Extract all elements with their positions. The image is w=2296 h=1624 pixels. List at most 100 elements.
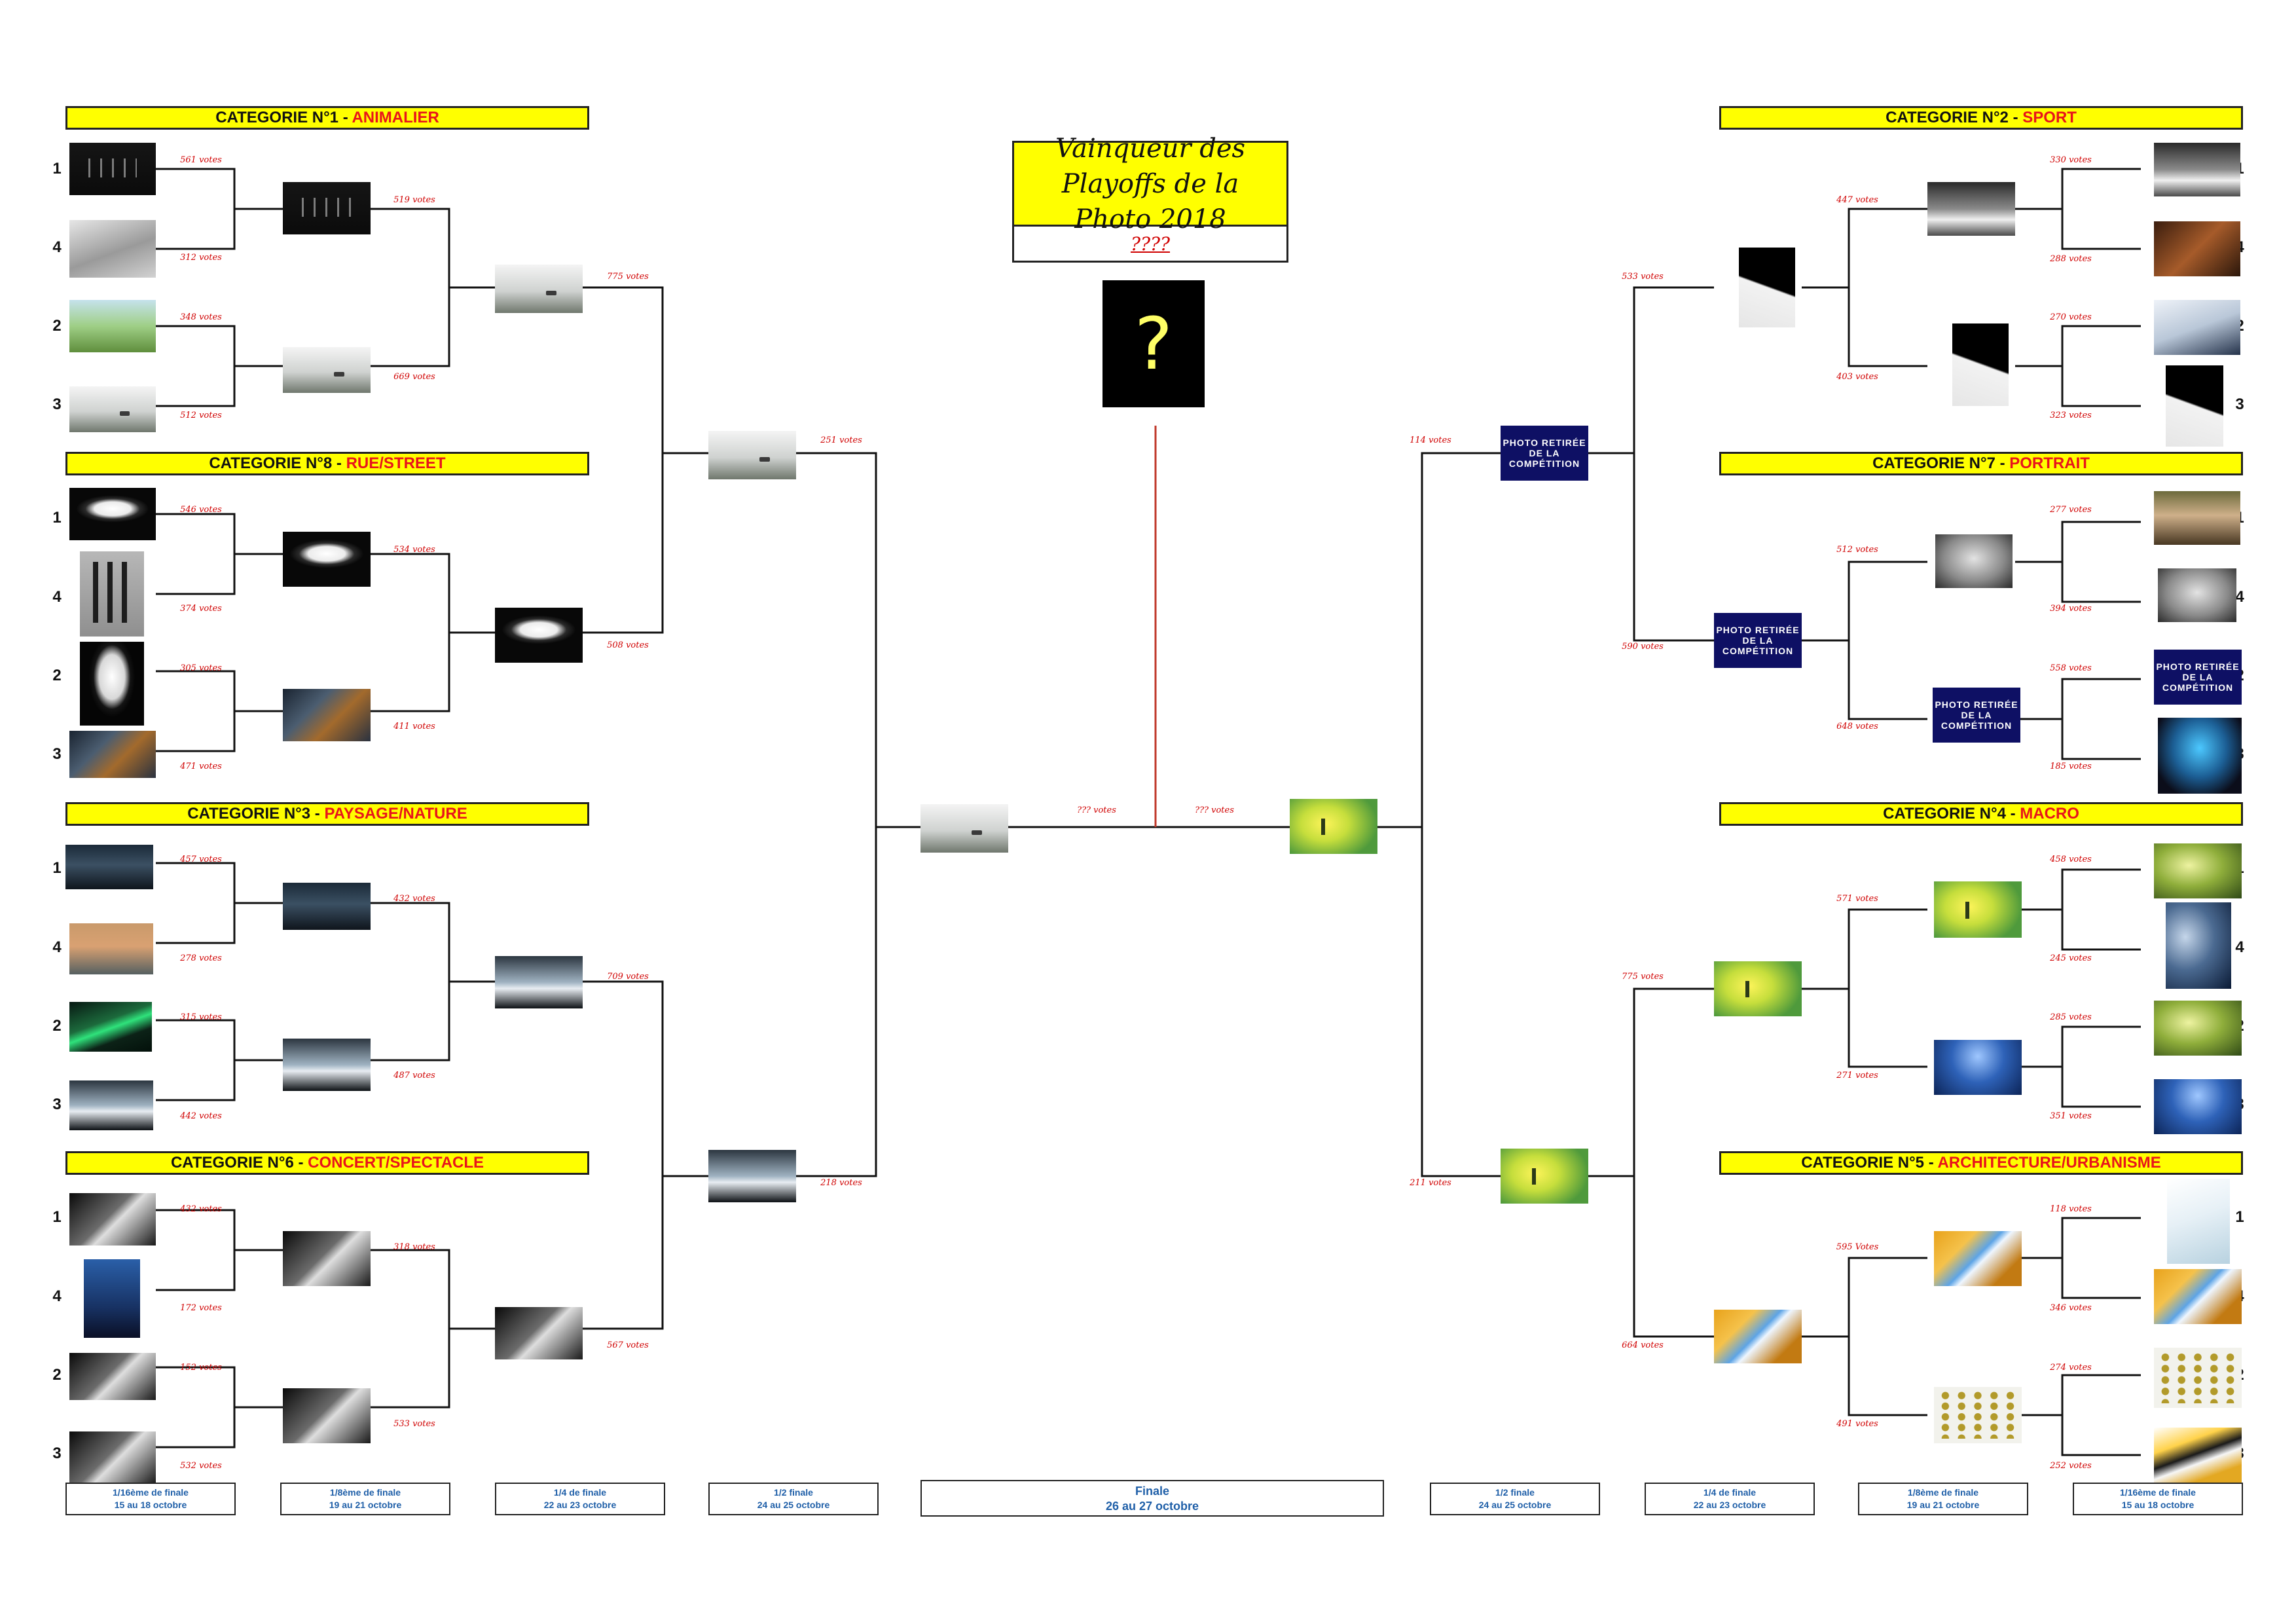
vote-count: 277 votes: [2050, 505, 2092, 515]
vote-count: 558 votes: [2050, 663, 2092, 673]
entry-photo[interactable]: [283, 347, 371, 393]
vote-count: 487 votes: [393, 1071, 435, 1080]
winner-photo[interactable]: ?: [1102, 280, 1205, 407]
category-name: PAYSAGE/NATURE: [324, 805, 467, 822]
vote-count: 534 votes: [393, 545, 435, 555]
entry-photo[interactable]: [2158, 718, 2242, 794]
category-header-1: CATEGORIE N°1 - ANIMALIER: [65, 106, 589, 130]
seed-number: 4: [52, 938, 62, 956]
entry-photo[interactable]: [495, 956, 583, 1008]
entry-photo[interactable]: [708, 431, 796, 479]
entry-photo[interactable]: [2167, 1179, 2230, 1264]
entry-photo[interactable]: [2154, 491, 2240, 545]
entry-photo[interactable]: [69, 1353, 156, 1400]
entry-photo[interactable]: [1934, 881, 2022, 938]
vote-count: 346 votes: [2050, 1303, 2092, 1313]
entry-photo[interactable]: [283, 1388, 371, 1443]
finalist-photo-left[interactable]: [920, 804, 1008, 853]
category-prefix: CATEGORIE N°8 -: [209, 454, 346, 472]
entry-photo[interactable]: [69, 1002, 152, 1052]
entry-photo[interactable]: [80, 642, 144, 726]
entry-photo[interactable]: [283, 883, 371, 930]
entry-photo[interactable]: [2154, 843, 2242, 898]
vote-count: 374 votes: [180, 604, 222, 614]
entry-photo[interactable]: [2166, 365, 2223, 447]
seed-number: 1: [52, 160, 62, 177]
entry-photo[interactable]: [84, 1259, 140, 1338]
withdrawn-entry[interactable]: PHOTO RETIRÉE DE LA COMPÉTITION: [2154, 650, 2242, 705]
entry-photo[interactable]: [495, 608, 583, 663]
entry-photo[interactable]: [69, 300, 156, 352]
entry-photo[interactable]: [2158, 568, 2236, 622]
finalist-photo-right[interactable]: [1290, 799, 1377, 854]
entry-photo[interactable]: [283, 532, 371, 587]
vote-count: 218 votes: [820, 1178, 862, 1188]
entry-photo[interactable]: [69, 386, 156, 432]
category-prefix: CATEGORIE N°7 -: [1872, 454, 2010, 472]
entry-photo[interactable]: [1934, 1387, 2022, 1443]
entry-photo[interactable]: [2154, 1269, 2242, 1324]
entry-photo[interactable]: [708, 1150, 796, 1202]
withdrawn-entry[interactable]: PHOTO RETIRÉE DE LA COMPÉTITION: [1714, 613, 1802, 668]
entry-photo[interactable]: [2154, 1428, 2242, 1483]
vote-count: 403 votes: [1836, 372, 1878, 382]
entry-photo[interactable]: [2154, 143, 2240, 196]
entry-photo[interactable]: [495, 265, 583, 313]
vote-count: 118 votes: [2050, 1204, 2092, 1214]
entry-photo[interactable]: [80, 551, 144, 637]
entry-photo[interactable]: [283, 1231, 371, 1286]
entry-photo[interactable]: [1934, 1231, 2022, 1286]
seed-number: 4: [52, 1287, 62, 1305]
entry-photo[interactable]: [283, 689, 371, 741]
vote-count: 775 votes: [1622, 972, 1664, 982]
entry-photo[interactable]: [1927, 182, 2015, 236]
entry-photo[interactable]: [2154, 1001, 2242, 1056]
entry-photo[interactable]: [2154, 1079, 2242, 1134]
entry-photo[interactable]: [1501, 1149, 1588, 1204]
withdrawn-entry[interactable]: PHOTO RETIRÉE DE LA COMPÉTITION: [1933, 688, 2020, 743]
entry-photo[interactable]: [495, 1307, 583, 1359]
final-vote-count-right: ??? votes: [1195, 805, 1234, 815]
entry-photo[interactable]: [2154, 300, 2240, 355]
vote-count: 508 votes: [607, 640, 649, 650]
entry-photo[interactable]: [1714, 1310, 1802, 1363]
entry-photo[interactable]: [283, 1039, 371, 1091]
vote-count: 648 votes: [1836, 722, 1878, 731]
vote-count: 458 votes: [2050, 855, 2092, 864]
entry-photo[interactable]: [69, 1431, 156, 1484]
category-name: RUE/STREET: [346, 454, 446, 472]
entry-photo[interactable]: [1952, 323, 2009, 406]
entry-photo[interactable]: [2154, 221, 2240, 276]
entry-photo[interactable]: [69, 1193, 156, 1246]
seed-number: 4: [52, 238, 62, 256]
category-prefix: CATEGORIE N°5 -: [1801, 1154, 1938, 1172]
seed-number: 1: [52, 1208, 62, 1226]
entry-photo[interactable]: [1934, 1040, 2022, 1095]
entry-photo[interactable]: [69, 731, 156, 778]
entry-photo[interactable]: [69, 220, 156, 278]
entry-photo[interactable]: [69, 923, 153, 974]
entry-photo[interactable]: [1714, 961, 1802, 1016]
entry-photo[interactable]: [65, 845, 153, 889]
category-name: ANIMALIER: [352, 109, 439, 126]
winner-title: Vainqueur des Playoffs de la Photo 2018: [1014, 134, 1286, 234]
vote-count: 561 votes: [180, 155, 222, 165]
vote-count: 519 votes: [393, 195, 435, 205]
entry-photo[interactable]: [2166, 902, 2231, 989]
entry-photo[interactable]: [69, 1080, 153, 1130]
seed-number: 3: [52, 1096, 62, 1113]
withdrawn-entry[interactable]: PHOTO RETIRÉE DE LA COMPÉTITION: [1501, 426, 1588, 481]
entry-photo[interactable]: [2154, 1348, 2242, 1408]
entry-photo[interactable]: [69, 488, 156, 540]
entry-photo[interactable]: [283, 182, 371, 234]
vote-count: 211 votes: [1410, 1178, 1451, 1188]
entry-photo[interactable]: [1935, 534, 2013, 588]
category-name: CONCERT/SPECTACLE: [308, 1154, 484, 1172]
question-mark-icon: ?: [1134, 302, 1173, 386]
entry-photo[interactable]: [69, 143, 156, 195]
entry-photo[interactable]: [1739, 248, 1795, 327]
category-prefix: CATEGORIE N°6 -: [170, 1154, 308, 1172]
winner-box: Vainqueur des Playoffs de la Photo 2018 …: [1012, 134, 1288, 263]
seed-number: 3: [52, 1445, 62, 1462]
